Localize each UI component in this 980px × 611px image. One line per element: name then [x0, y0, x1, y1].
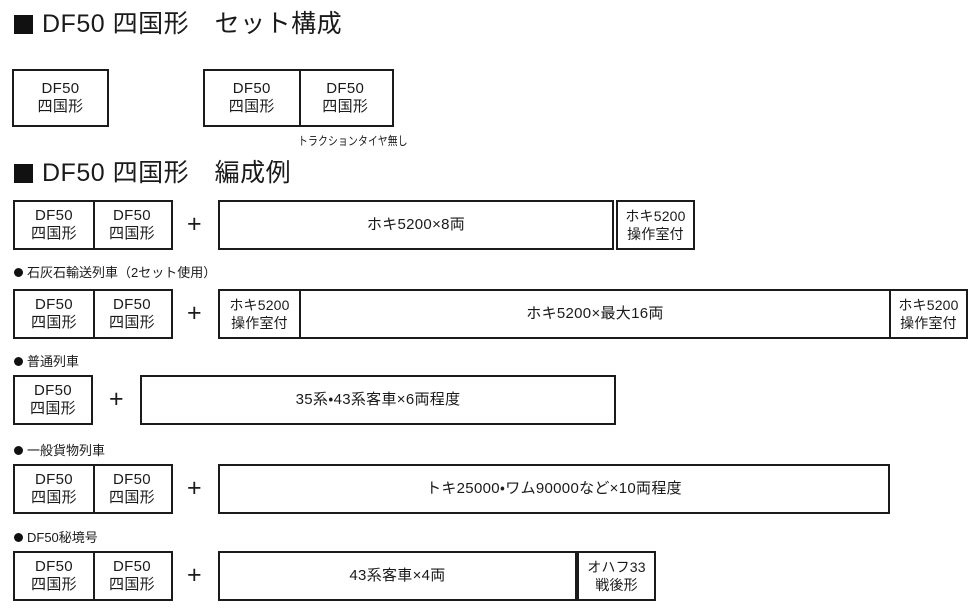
formation-hoki-8-control-car: ホキ5200 操作室付: [616, 200, 695, 250]
set-box-double-car-1: DF50 四国形: [228, 79, 275, 115]
round-bullet-icon: [14, 268, 23, 277]
formation-limestone-car-box: ホキ5200×最大16両: [299, 289, 891, 339]
section-title: DF50 四国形 編成例: [42, 159, 292, 187]
formation-hikyogo-loco-group: DF50 四国形 DF50 四国形: [13, 551, 173, 601]
formation-local-loco: DF50 四国形: [13, 375, 93, 425]
plus-sign: +: [187, 210, 202, 238]
subheading-limestone: 石灰石輸送列車（2セット使用）: [14, 266, 216, 279]
loco-car-2: DF50 四国形: [109, 295, 155, 331]
subheading-label: 石灰石輸送列車（2セット使用）: [27, 265, 217, 280]
loco-car-1: DF50 四国形: [31, 206, 77, 242]
subheading-local-train: 普通列車: [14, 355, 79, 368]
loco-car-2: DF50 四国形: [109, 206, 155, 242]
loco-car-1: DF50 四国形: [31, 557, 77, 593]
round-bullet-icon: [14, 533, 23, 542]
box-divider: [93, 466, 95, 512]
formation-hikyogo-car-box: 43系客車×4両: [218, 551, 577, 601]
loco-car-2: DF50 四国形: [109, 557, 155, 593]
round-bullet-icon: [14, 357, 23, 366]
subheading-freight-train: 一般貨物列車: [14, 444, 105, 457]
square-bullet-icon: [14, 164, 33, 183]
formation-freight-loco-group: DF50 四国形 DF50 四国形: [13, 464, 173, 514]
formation-hikyogo-tail-car: オハフ33 戦後形: [577, 551, 656, 601]
square-bullet-icon: [14, 15, 33, 34]
plus-sign: +: [109, 385, 124, 413]
formation-hoki-8-loco-group: DF50 四国形 DF50 四国形: [13, 200, 173, 250]
formation-local-car-box: 35系・43系客車×6両程度: [140, 375, 616, 425]
section-title: DF50 四国形 セット構成: [42, 10, 343, 38]
box-divider: [298, 71, 301, 125]
plus-sign: +: [187, 561, 202, 589]
set-box-double-car-2: DF50 四国形: [322, 79, 369, 115]
formation-limestone-control-car-rear: ホキ5200 操作室付: [889, 289, 968, 339]
section-heading-formation-examples: DF50 四国形 編成例: [14, 161, 291, 186]
formation-freight-car-box: トキ25000・ワム90000など×10両程度: [218, 464, 890, 514]
loco-car-1: DF50 四国形: [31, 470, 77, 506]
traction-tire-note: トラクションタイヤ無し: [298, 134, 408, 148]
loco-car-1: DF50 四国形: [31, 295, 77, 331]
formation-hoki-8-car-box: ホキ5200×8両: [218, 200, 614, 250]
box-divider: [93, 291, 95, 337]
formation-limestone-control-car-front: ホキ5200 操作室付: [218, 289, 301, 339]
set-box-double: DF50 四国形 DF50 四国形: [203, 69, 394, 127]
subheading-label: DF50秘境号: [27, 530, 98, 545]
loco-car-2: DF50 四国形: [109, 470, 155, 506]
box-divider: [93, 553, 95, 599]
subheading-label: 一般貨物列車: [27, 443, 106, 458]
section-heading-set-composition: DF50 四国形 セット構成: [14, 12, 342, 37]
round-bullet-icon: [14, 446, 23, 455]
set-box-single: DF50 四国形: [12, 69, 109, 127]
loco-label: DF50 四国形: [37, 79, 84, 115]
plus-sign: +: [187, 474, 202, 502]
box-divider: [93, 202, 95, 248]
subheading-hikyogo: DF50秘境号: [14, 531, 98, 544]
formation-limestone-loco-group: DF50 四国形 DF50 四国形: [13, 289, 173, 339]
subheading-label: 普通列車: [27, 354, 80, 369]
plus-sign: +: [187, 299, 202, 327]
